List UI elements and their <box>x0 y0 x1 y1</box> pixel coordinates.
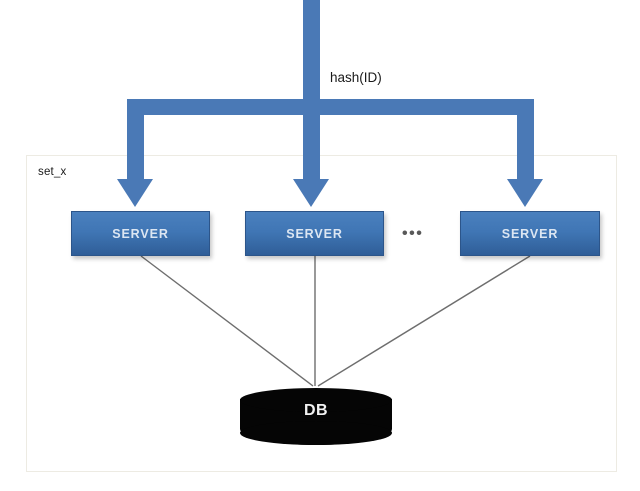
database-cylinder-bottom <box>240 421 392 445</box>
set-x-label: set_x <box>38 166 67 178</box>
hash-trunk-arrow <box>303 0 320 110</box>
server-node-3-label: SERVER <box>501 226 559 241</box>
arrow-stem-left <box>127 99 144 181</box>
database-label: DB <box>303 402 329 419</box>
connector-line-server-1 <box>140 255 314 387</box>
arrow-stem-right <box>517 99 534 181</box>
arrow-stem-middle <box>303 99 320 181</box>
server-node-1-label: SERVER <box>112 226 169 241</box>
hash-id-label: hash(ID) <box>330 70 382 85</box>
database-cylinder-top <box>240 388 392 412</box>
server-node-1[interactable]: SERVER <box>71 211 210 256</box>
database-node[interactable]: DB <box>240 388 392 454</box>
connector-line-server-3 <box>317 255 531 387</box>
arrow-head-right-icon <box>507 179 543 207</box>
servers-ellipsis: ••• <box>402 225 424 242</box>
arrow-head-middle-icon <box>293 179 329 207</box>
server-node-2[interactable]: SERVER <box>245 211 384 256</box>
set-x-container <box>26 155 617 472</box>
arrow-head-left-icon <box>117 179 153 207</box>
server-node-3[interactable]: SERVER <box>460 211 600 256</box>
hash-distribution-bar <box>135 99 525 115</box>
server-node-2-label: SERVER <box>286 226 343 241</box>
